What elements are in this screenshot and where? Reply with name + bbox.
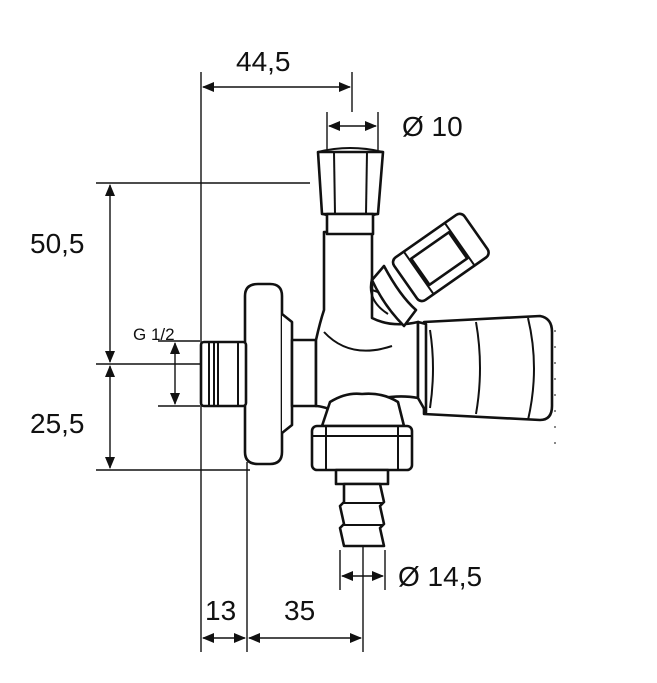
top-hex-nut	[316, 150, 385, 216]
dim-height-lower: 25,5	[30, 408, 85, 439]
dim-thread: G 1/2	[133, 325, 175, 344]
dim-diameter-hose: Ø 14,5	[398, 561, 482, 592]
valve-body	[199, 147, 554, 548]
wall-flange	[243, 282, 284, 466]
hose-barb	[338, 482, 386, 548]
dim-height-upper: 50,5	[30, 228, 85, 259]
dim-width-left: 13	[205, 595, 236, 626]
dimension-lines	[96, 72, 556, 652]
dim-diameter-top: Ø 10	[402, 111, 463, 142]
right-handle	[422, 314, 554, 422]
dim-width-top: 44,5	[236, 46, 291, 77]
threaded-inlet	[199, 340, 248, 408]
dim-width-right: 35	[284, 595, 315, 626]
